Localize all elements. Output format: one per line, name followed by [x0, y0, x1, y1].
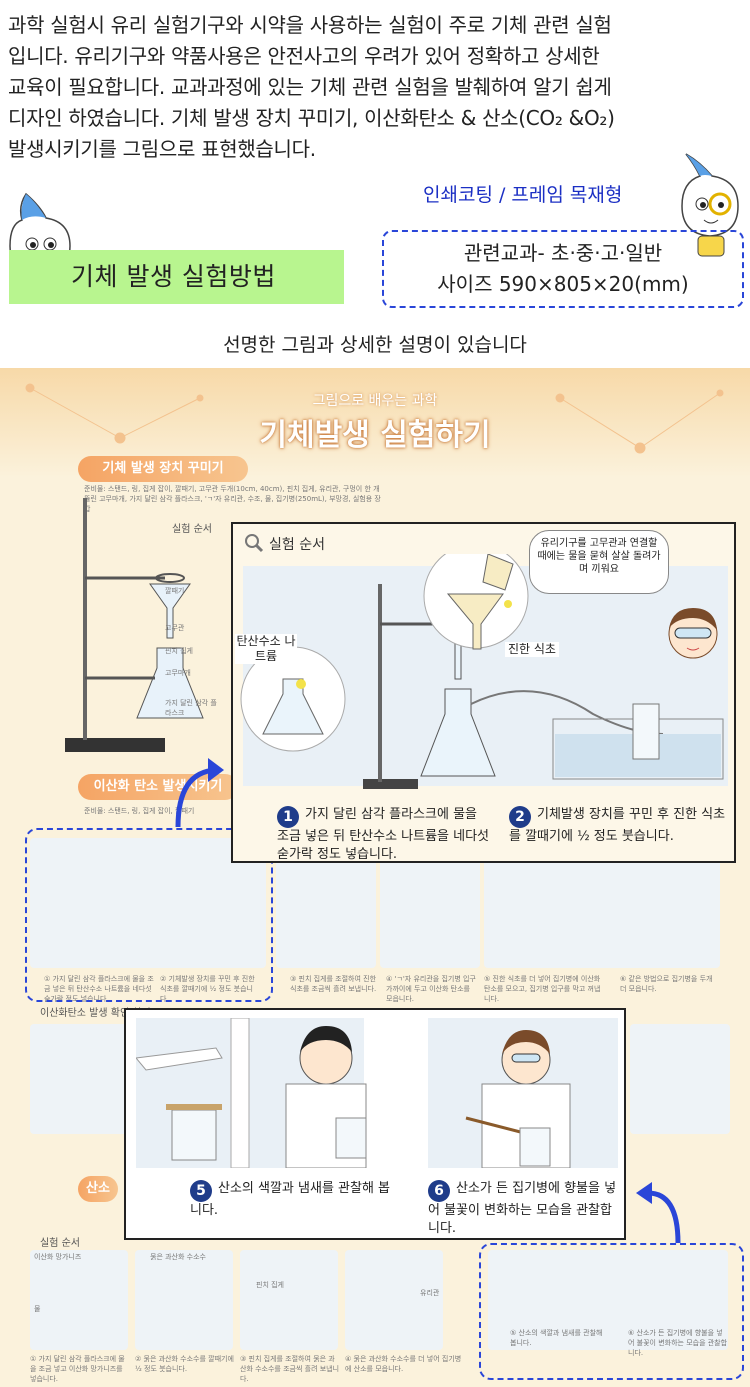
mini-label: 이산화 망가니즈 [34, 1253, 82, 1261]
poster-subtitle: 그림으로 배우는 과학 [312, 393, 438, 409]
section-pill-co2: 이산화 탄소 발생시키기 [78, 774, 238, 800]
poster-title: 기체발생 실험하기 [259, 418, 491, 453]
label-vinegar: 진한 식초 [505, 642, 559, 657]
apparatus-label: 가지 달린 삼각 플라스크 [165, 699, 217, 717]
mini-panel [30, 1250, 128, 1350]
highlight-box-steps-1-2 [25, 828, 273, 1002]
tip-bubble: 유리기구를 고무관과 연결할 때에는 물을 묻혀 살살 돌려가며 끼워요 [529, 530, 669, 594]
mini-step: ⑤ 산소의 색깔과 냄새를 관찰해 봅니다. [510, 1329, 603, 1347]
zoom-arrow-icon [175, 758, 224, 828]
section-pill-oxygen: 산소 [78, 1176, 118, 1202]
mini-step: ① 가지 달린 삼각 플라스크에 물을 조금 넣고 이산화 망가니즈를 넣습니다… [30, 1355, 125, 1383]
magnifier-icon [245, 534, 264, 553]
step-number: 6 [428, 1180, 450, 1202]
product-spec-box: 관련교과- 초·중·고·일반 사이즈 590×805×20(mm) [382, 230, 744, 308]
mini-label: 유리관 [420, 1289, 440, 1297]
apparatus-label: 고무마개 [165, 669, 191, 677]
mini-step: ① 가지 달린 삼각 플라스크에 물을 조금 넣은 뒤 탄산수소 나트륨을 네다… [44, 975, 154, 1003]
procedure-label-2: 이산화탄소 발생 확인 하기 [40, 1008, 151, 1019]
scientist-face-icon [668, 608, 718, 659]
mini-step: ② 기체발생 장치를 꾸민 후 진한 식초를 깔때기에 ½ 정도 붓습니다. [160, 975, 255, 1003]
mini-step: ⑥ 같은 방법으로 집기병을 두개 더 모읍니다. [620, 975, 713, 993]
mini-panel [345, 1250, 443, 1350]
section-pill-apparatus: 기체 발생 장치 꾸미기 [78, 456, 248, 482]
apparatus-label: 깔때기 [165, 587, 185, 595]
mini-panel [30, 838, 266, 968]
intro-line: 교육이 필요합니다. 교과과정에 있는 기체 관련 실험을 발췌하여 알기 쉽게 [8, 75, 612, 99]
tagline: 선명한 그림과 상세한 설명이 있습니다 [223, 334, 527, 356]
procedure-title: 실험 순서 [269, 537, 325, 553]
apparatus-label: 고무관 [165, 624, 185, 632]
product-finish: 인쇄코팅 / 프레임 목재형 [423, 184, 623, 206]
procedure-label-3: 실험 순서 [40, 1238, 80, 1249]
intro-line: 발생시키기를 그림으로 표현했습니다. [8, 137, 316, 161]
mini-panel [135, 1250, 233, 1350]
intro-paragraph: 과학 실험시 유리 실험기구와 시약을 사용하는 실험이 주로 기체 관련 실험… [8, 10, 743, 165]
product-badge: 기체 발생 실험방법 [9, 250, 344, 304]
mini-label: 물 [34, 1305, 41, 1313]
mini-step: ③ 핀치 집게를 조절하여 진한 식초를 조금씩 흘려 보냅니다. [290, 975, 377, 993]
mini-step: ③ 핀치 집게를 조절하여 묽은 과산화 수소수를 조금씩 흘려 보냅니다. [240, 1355, 340, 1383]
mini-step: ⑤ 진한 식초를 더 넣어 집기병에 이산화탄소를 모으고, 집기병 입구를 막… [484, 975, 601, 1003]
step-text: 가지 달린 삼각 플라스크에 물을 조금 넣은 뒤 탄산수소 나트륨을 네다섯 … [277, 807, 490, 862]
apparatus-label: 핀치 집게 [165, 647, 193, 655]
zoom-arrow-icon [636, 1182, 681, 1244]
mini-panel [30, 1024, 130, 1134]
highlight-box-steps-5-6 [479, 1243, 744, 1380]
mini-step: ⑥ 산소가 든 집기병에 향불을 넣어 불꽃이 변화하는 모습을 관찰합니다. [628, 1329, 728, 1357]
step-number: 5 [190, 1180, 212, 1202]
mini-panel [488, 1250, 728, 1350]
intro-line: 디자인 하였습니다. 기체 발생 장치 꾸미기, 이산화탄소 & 산소(CO₂ … [8, 106, 615, 130]
apparatus-illustration [65, 498, 204, 752]
intro-line: 입니다. 유리기구와 약품사용은 안전사고의 우려가 있어 정확하고 상세한 [8, 44, 600, 68]
water-drop-mascot-right [681, 153, 739, 257]
mini-label: 핀치 집게 [256, 1281, 284, 1289]
product-size: 사이즈 590×805×20(mm) [437, 272, 689, 296]
product-subject: 관련교과- 초·중·고·일반 [463, 241, 663, 265]
step-number: 2 [509, 806, 531, 828]
observation-scene [136, 1018, 571, 1168]
step-text: 산소의 색깔과 냄새를 관찰해 봅니다. [190, 1181, 391, 1218]
mini-step: ④ 묽은 과산화 수소수를 더 넣어 집기병에 산소를 모읍니다. [345, 1355, 462, 1373]
step-number: 1 [277, 806, 299, 828]
mini-step: ④ 'ㄱ'자 유리관을 집기병 입구 가까이에 두고 이산화 탄소를 모읍니다. [386, 975, 476, 1003]
molecule-decoration [25, 383, 724, 454]
mini-panel [240, 1250, 338, 1350]
step-text: 기체발생 장치를 꾸민 후 진한 식초를 깔때기에 ½ 정도 붓습니다. [509, 807, 726, 844]
materials-list: 준비물: 스탠드, 링, 집게 잡이, 깔때기, 고무관 두개(10cm, 40… [84, 485, 381, 513]
materials-list-2: 준비물: 스탠드, 링, 집게 잡이, 깔때기 [84, 807, 195, 815]
apparatus-scene [240, 554, 724, 789]
step-text: 산소가 든 집기병에 향불을 넣어 불꽃이 변화하는 모습을 관찰합니다. [428, 1181, 617, 1236]
label-sodium-bicarbonate: 탄산수소 나트륨 [235, 634, 297, 664]
intro-line: 과학 실험시 유리 실험기구와 시약을 사용하는 실험이 주로 기체 관련 실험 [8, 13, 612, 37]
procedure-label: 실험 순서 [172, 524, 212, 535]
mini-panel [630, 1024, 730, 1134]
mini-label: 묽은 과산화 수소수 [150, 1253, 206, 1261]
zoom-panel-steps-1-2: 실험 순서 유리기구를 고무관과 연결할 때 [231, 522, 736, 863]
mini-step: ② 묽은 과산화 수소수를 깔때기에 ½ 정도 붓습니다. [135, 1355, 234, 1373]
